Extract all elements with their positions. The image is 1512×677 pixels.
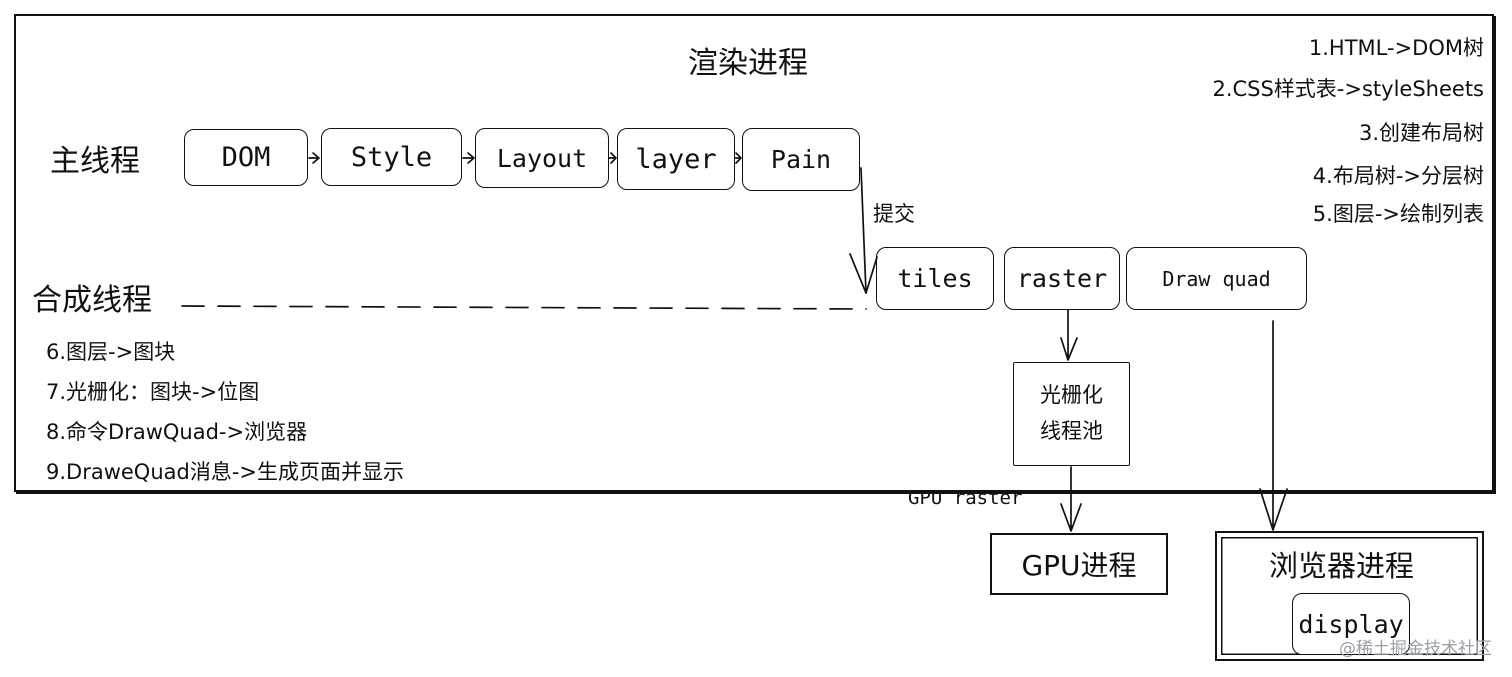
note-3: 3.创建布局树 (1358, 121, 1484, 145)
pipeline-step-style: Style (321, 128, 462, 186)
note-1: 1.HTML->DOM树 (1308, 36, 1484, 60)
pipeline-step-layout: Layout (475, 128, 609, 188)
arrow-layer-paint (734, 152, 742, 164)
note-6: 6.图层->图块 (46, 340, 176, 364)
compositor-step-draw-quad: Draw quad (1126, 247, 1307, 310)
compositor-step-raster: raster (1004, 247, 1120, 310)
main-thread-label: 主线程 (50, 144, 140, 179)
pipeline-step-paint: Pain (742, 128, 860, 191)
pipeline-step-dom: DOM (184, 129, 308, 186)
arrow-commit-head (849, 253, 878, 294)
arrow-commit (860, 167, 867, 294)
renderer-process-frame (14, 14, 1494, 492)
note-4: 4.布局树->分层树 (1312, 164, 1484, 188)
renderer-process-title: 渲染进程 (688, 46, 808, 81)
display-box: display (1292, 593, 1410, 655)
raster-pool-line-2: 线程池 (1040, 419, 1103, 443)
watermark: @稀土掘金技术社区 (1339, 639, 1492, 659)
arrow-layout-layer (608, 152, 617, 164)
browser-process-title: 浏览器进程 (1269, 549, 1415, 583)
compositor-thread-dashes (181, 305, 867, 310)
compositor-thread-label: 合成线程 (32, 283, 152, 318)
pipeline-step-layer: layer (617, 128, 735, 190)
browser-process-box: 浏览器进程 display (1215, 531, 1484, 661)
arrow-gpu (1060, 466, 1082, 532)
commit-label: 提交 (873, 202, 915, 226)
arrow-browser (1259, 320, 1288, 531)
gpu-process-label: GPU进程 (1021, 549, 1137, 582)
compositor-step-tiles: tiles (876, 247, 994, 310)
note-9: 9.DraweQuad消息->生成页面并显示 (46, 460, 405, 484)
raster-thread-pool-box: 光栅化 线程池 (1013, 362, 1130, 466)
note-8: 8.命令DrawQuad->浏览器 (46, 420, 308, 444)
arrow-raster-pool (1060, 309, 1078, 361)
arrow-dom-style (308, 152, 320, 164)
gpu-process-box: GPU进程 (990, 533, 1168, 595)
note-5: 5.图层->绘制列表 (1312, 202, 1484, 226)
arrow-style-layout (462, 152, 475, 164)
raster-pool-line-1: 光栅化 (1040, 383, 1103, 408)
note-2: 2.CSS样式表->styleSheets (1212, 77, 1484, 101)
note-7: 7.光栅化：图块->位图 (46, 380, 260, 404)
gpu-raster-label: GPU raster (908, 487, 1023, 509)
